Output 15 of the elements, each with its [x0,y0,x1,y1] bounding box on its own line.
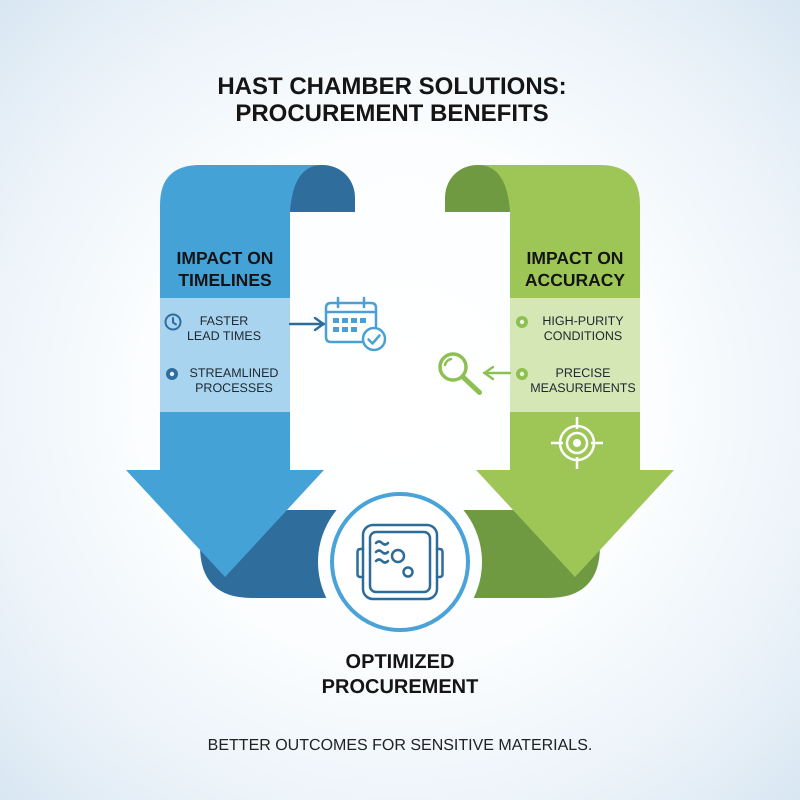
list-item-text: FASTER LEAD TIMES [186,314,262,344]
bullet-panel [510,298,640,412]
magnifier-icon [436,350,484,396]
arrow [288,316,326,332]
title: HAST CHAMBER SOLUTIONS: PROCUREMENT BENEFITS [216,73,568,127]
caption: BETTER OUTCOMES FOR SENSITIVE MATERIALS. [208,736,592,755]
list-item-text: STREAMLINED PROCESSES [188,366,280,396]
band-heading: IMPACT ON TIMELINES [176,247,274,291]
arrow [482,366,512,380]
list-item-text: HIGH-PURITY CONDITIONS [541,314,625,344]
bullet-panel [160,298,290,412]
band-heading: IMPACT ON ACCURACY [524,247,626,291]
node-caption: OPTIMIZED PROCUREMENT [320,650,480,700]
list-item-text: PRECISE MEASUREMENTS [529,366,637,396]
calendar-check-icon [324,296,388,352]
